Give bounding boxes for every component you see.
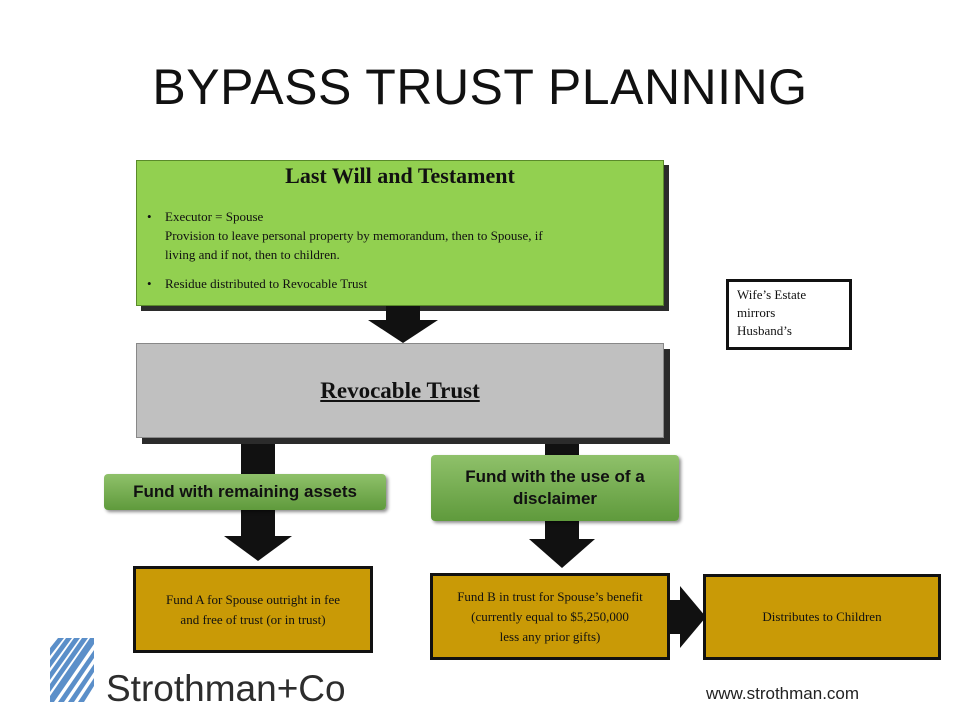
will-title: Last Will and Testament [285,163,515,188]
arrow-down-icon [224,536,292,561]
arrow-stem [386,306,420,320]
arrow-right-icon [668,586,706,648]
fund-remaining-label: Fund with remaining assets [104,474,386,510]
website-url[interactable]: www.strothman.com [706,684,860,703]
bullet-text: Residue distributed to Revocable Trust [165,276,368,291]
wife-note-line: Husband’s [737,323,792,338]
strothman-logo-icon [50,638,94,702]
arrow-down-icon [529,539,595,568]
will-bullet-residue: • Residue distributed to Revocable Trust [147,274,655,293]
page-title: BYPASS TRUST PLANNING [152,59,808,115]
fund-a-box: Fund A for Spouse outright in fee and fr… [133,566,373,653]
distributes-to-children-box: Distributes to Children [703,574,941,660]
wife-note-line: Wife’s Estate [737,287,807,302]
wife-estate-note: Wife’s Estate mirrors Husband’s [726,279,852,350]
fund-disclaimer-label: Fund with the use of a disclaimer [431,455,679,521]
bullet-text: living and if not, then to children. [165,247,340,262]
bullet-text: Executor = Spouse [165,209,264,224]
fund-a-line: Fund A for Spouse outright in fee [165,591,341,607]
fund-b-line: Fund B in trust for Spouse’s benefit [457,588,643,604]
distributes-label: Distributes to Children [762,609,882,624]
bullet-dot: • [147,209,152,224]
company-logo-text: Strothman+Co [106,668,346,709]
wife-note-line: mirrors [737,305,776,320]
bullet-dot: • [147,276,152,291]
revocable-trust-box: Revocable Trust [136,343,664,438]
will-bullet-executor: • Executor = Spouse Provision to leave p… [147,207,655,264]
arrow-down-icon [368,320,438,343]
fund-b-line: less any prior gifts) [499,628,601,644]
fund-b-box: Fund B in trust for Spouse’s benefit (cu… [430,573,670,660]
bullet-text: Provision to leave personal property by … [165,228,543,243]
fund-a-line: and free of trust (or in trust) [180,611,326,627]
revocable-trust-label: Revocable Trust [320,377,480,403]
last-will-box: Last Will and Testament • Executor = Spo… [136,160,664,306]
fund-b-line: (currently equal to $5,250,000 [471,608,629,624]
